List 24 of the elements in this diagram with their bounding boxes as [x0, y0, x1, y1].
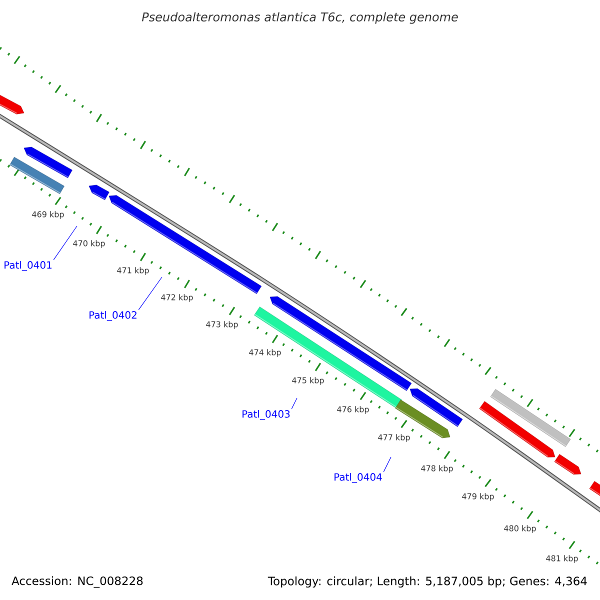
footer-text: Accession: NC_008228 — [12, 576, 143, 588]
leader-line — [291, 398, 298, 410]
gene-label: Patl_0404 — [334, 473, 382, 483]
gene-label: Patl_0401 — [4, 261, 52, 271]
tick-label: 473 kbp — [205, 320, 239, 330]
tick-label: 480 kbp — [503, 524, 537, 534]
tick-label: 479 kbp — [461, 492, 495, 502]
gene-label: Patl_0402 — [90, 311, 136, 321]
tick-label: 474 kbp — [248, 348, 282, 358]
gene-label: Patl_0403 — [242, 410, 290, 420]
tick-label: 477 kbp — [377, 434, 411, 442]
tick-label: 475 kbp — [291, 376, 325, 386]
leader-line — [383, 456, 392, 472]
footer-text: Topology: circular; Length: 5,187,005 bp; Genes: 4,364 — [268, 576, 587, 588]
leader-line — [138, 276, 162, 310]
tick-label: 470 kbp — [72, 240, 106, 248]
tick-label: 478 kbp — [420, 464, 454, 474]
title: Pseudoalteromonas atlantica T6c, complete genome — [142, 12, 458, 24]
tick-label: 472 kbp — [160, 294, 194, 302]
tick-label: 471 kbp — [116, 266, 150, 276]
leader-line — [53, 226, 78, 260]
tick-label: 481 kbp — [545, 554, 579, 564]
tick-label: 469 kbp — [31, 210, 65, 220]
tick-label: 476 kbp — [336, 406, 370, 414]
